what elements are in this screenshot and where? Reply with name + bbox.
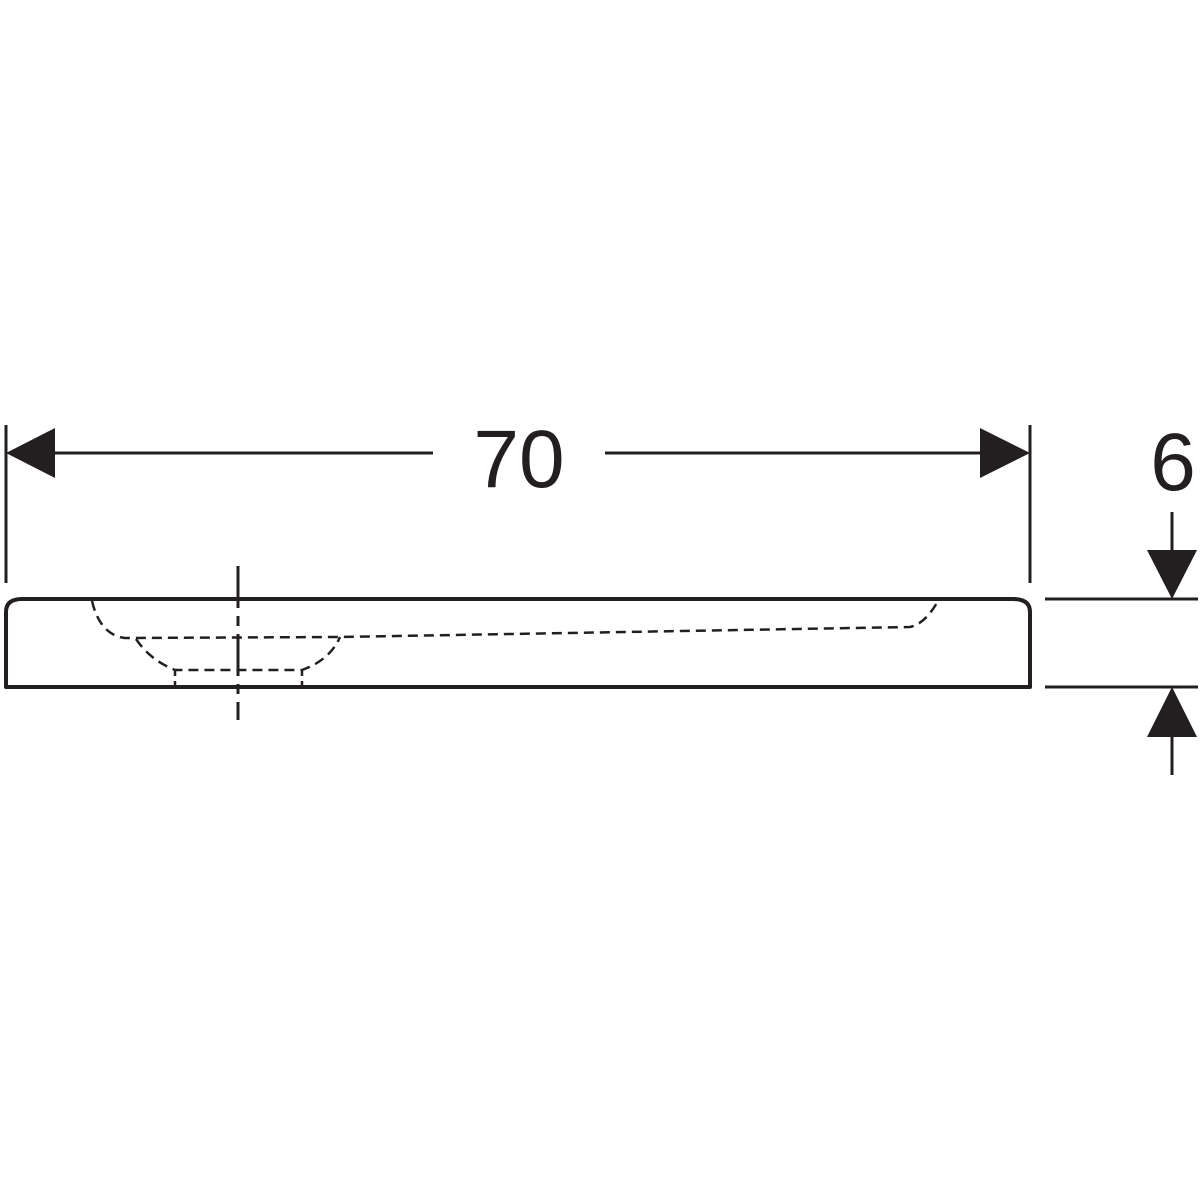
width-arrow-left <box>6 428 55 478</box>
basin-contour-dashed <box>90 600 940 640</box>
height-arrow-bottom <box>1147 687 1197 737</box>
width-dimension: 70 <box>4 414 1032 583</box>
width-dimension-label: 70 <box>473 414 564 505</box>
width-arrow-right <box>980 428 1030 478</box>
height-arrow-top <box>1147 550 1197 599</box>
tray-outline <box>4 597 1032 689</box>
tray-profile <box>4 566 1032 720</box>
height-dimension-label: 6 <box>1150 417 1196 508</box>
height-dimension: 6 <box>1045 417 1198 775</box>
